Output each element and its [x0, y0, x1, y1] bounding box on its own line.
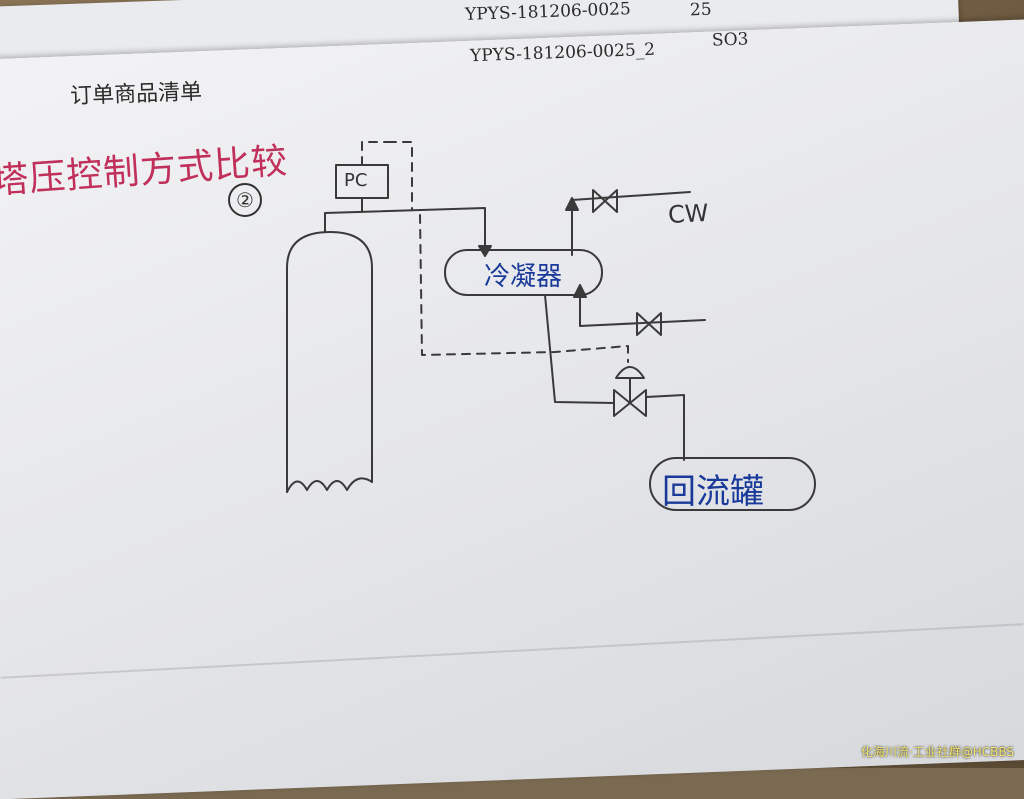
- figure-number: ②: [228, 183, 262, 217]
- condensate-line: [544, 294, 685, 461]
- control-valve-body: [613, 389, 647, 417]
- cw-label: CW: [667, 198, 710, 230]
- watermark: 化海川流·工业社群@HCBBS: [860, 745, 1014, 759]
- column-bottom-wavy: [286, 477, 373, 493]
- cw-inlet-arrow: [573, 284, 587, 298]
- process-diagram: [286, 141, 816, 511]
- overhead-vapor-line: [324, 207, 486, 253]
- condenser-vessel: [444, 249, 603, 296]
- cw-inlet-line: [579, 289, 706, 327]
- cw-outlet-arrow: [565, 197, 579, 211]
- cw-inlet-valve: [636, 312, 662, 336]
- control-signal-dashed-line: [387, 141, 629, 363]
- pc-controller-label: PC: [344, 170, 368, 191]
- condenser-label: 冷凝器: [484, 262, 563, 292]
- distillation-column: [286, 231, 373, 493]
- control-valve-actuator: [615, 366, 645, 379]
- reflux-drum: [649, 457, 816, 511]
- reflux-drum-label: 回流罐: [662, 472, 764, 512]
- cw-outlet-valve: [592, 189, 618, 213]
